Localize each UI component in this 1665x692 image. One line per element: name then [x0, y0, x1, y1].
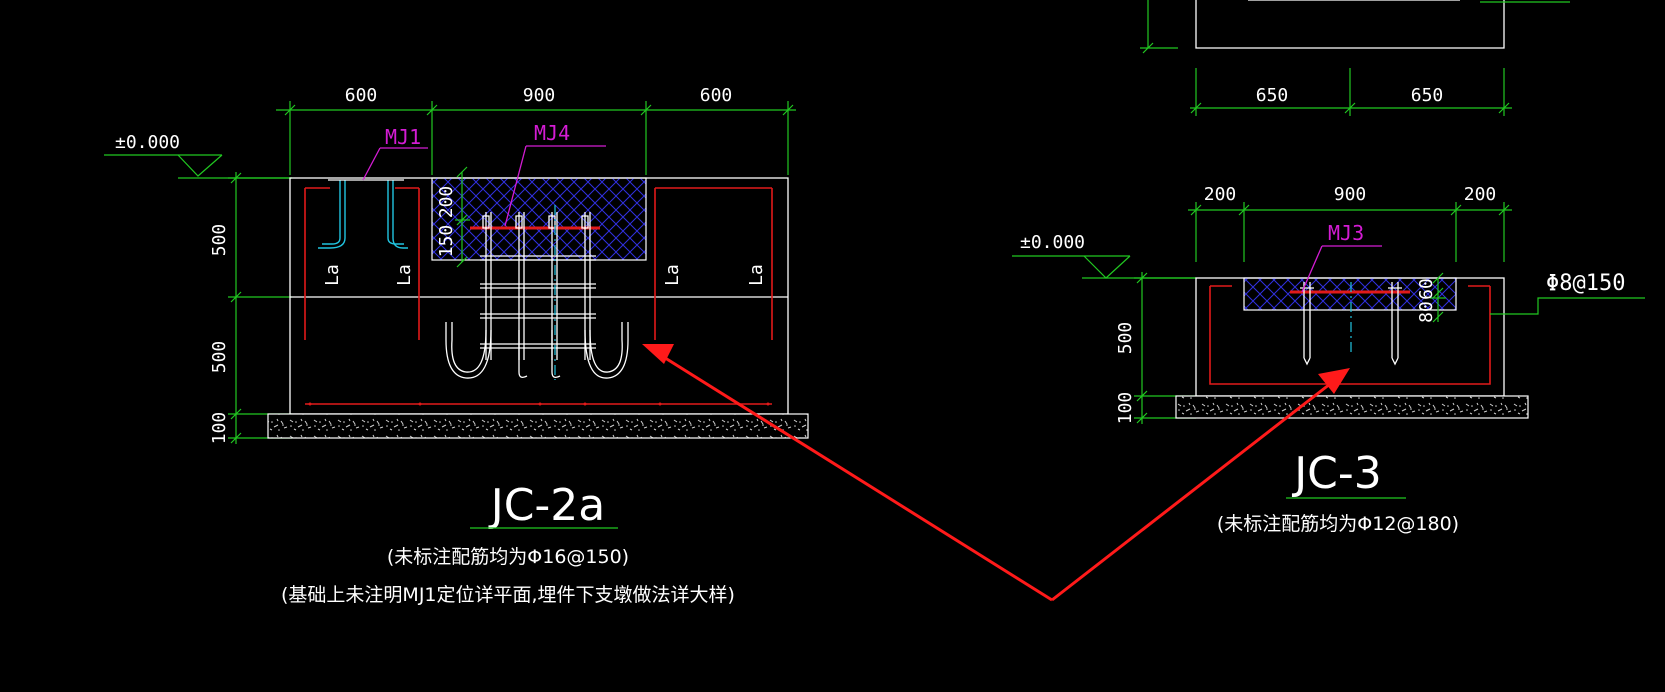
- level-label-jc3: ±0.000: [1020, 232, 1085, 253]
- la-label-2: La: [394, 264, 415, 286]
- detail-jc-3: 650 650 200 900 200 ±0.000: [1012, 0, 1645, 535]
- foundation-outline: [267, 177, 809, 439]
- detail-title-jc3: JC-3: [1291, 448, 1382, 499]
- inner-dims-jc3: 60 80: [1416, 272, 1446, 323]
- dim-100-jc3: 100: [1115, 392, 1136, 425]
- dim-500-jc3: 500: [1115, 322, 1136, 355]
- dim-200-left-jc3: 200: [1204, 184, 1237, 205]
- gravel-cushion-jc3: [1175, 395, 1529, 419]
- mj1-label: MJ1: [385, 125, 421, 149]
- gravel-cushion: [267, 413, 809, 439]
- detail-title-jc2a: JC-2a: [488, 480, 606, 531]
- la-label-3: La: [662, 264, 683, 286]
- mj3-anchors: [1300, 282, 1402, 366]
- detail-jc-2a: 600 900 600 ±0.000 500 500 100: [104, 85, 809, 606]
- dim-600-left: 600: [345, 85, 378, 106]
- dim-900: 900: [523, 85, 556, 106]
- dim-650-right: 650: [1411, 85, 1444, 106]
- annotation-arrows: [642, 344, 1350, 602]
- arrow-head-jc3-icon: [1318, 368, 1350, 394]
- dim-100: 100: [209, 412, 230, 445]
- dim-900-jc3: 900: [1334, 184, 1367, 205]
- rebar-callout-jc3: Φ8@150: [1546, 271, 1625, 296]
- dim-200-right-jc3: 200: [1464, 184, 1497, 205]
- note-rebar-jc3: (未标注配筋均为Φ12@180): [1217, 513, 1459, 535]
- note-rebar-jc2a: (未标注配筋均为Φ16@150): [387, 546, 629, 568]
- dim-600-right: 600: [700, 85, 733, 106]
- arrow-to-jc2a: [661, 354, 1053, 602]
- dim-150-inner: 150: [436, 225, 457, 258]
- la-label-1: La: [322, 264, 343, 286]
- pedestal-jc3: [1243, 277, 1457, 311]
- mj4-anchor-cage: [445, 205, 629, 380]
- level-mark: ±0.000: [104, 132, 292, 179]
- arrow-to-jc3: [1051, 382, 1331, 602]
- dim-500-lower: 500: [209, 341, 230, 374]
- arrow-head-jc2a-icon: [642, 344, 674, 364]
- dim-500-upper: 500: [209, 224, 230, 257]
- note-mj1-jc2a: (基础上未注明MJ1定位详平面,埋件下支墩做法详大样): [281, 584, 735, 606]
- upper-partial-detail: 650 650: [1140, 0, 1570, 116]
- la-label-4: La: [746, 264, 767, 286]
- mj1-anchor-bars: [318, 179, 408, 249]
- dim-80-jc3: 80: [1416, 301, 1437, 323]
- level-label: ±0.000: [115, 132, 180, 153]
- dim-200-inner: 200: [436, 186, 457, 219]
- dim-60-jc3: 60: [1416, 278, 1437, 300]
- top-dimension-jc3: 200 900 200: [1188, 184, 1512, 262]
- left-dimension: 500 500 100: [209, 172, 292, 444]
- mj3-label: MJ3: [1328, 221, 1364, 245]
- pedestal: 200 150: [431, 166, 647, 268]
- embed-labels: MJ1 MJ4: [362, 121, 606, 227]
- dim-650-left: 650: [1256, 85, 1289, 106]
- rebar-walls: [304, 187, 773, 406]
- top-dimension: 600 900 600: [276, 85, 796, 175]
- level-mark-jc3: ±0.000: [1012, 232, 1196, 279]
- mj4-label: MJ4: [534, 121, 570, 145]
